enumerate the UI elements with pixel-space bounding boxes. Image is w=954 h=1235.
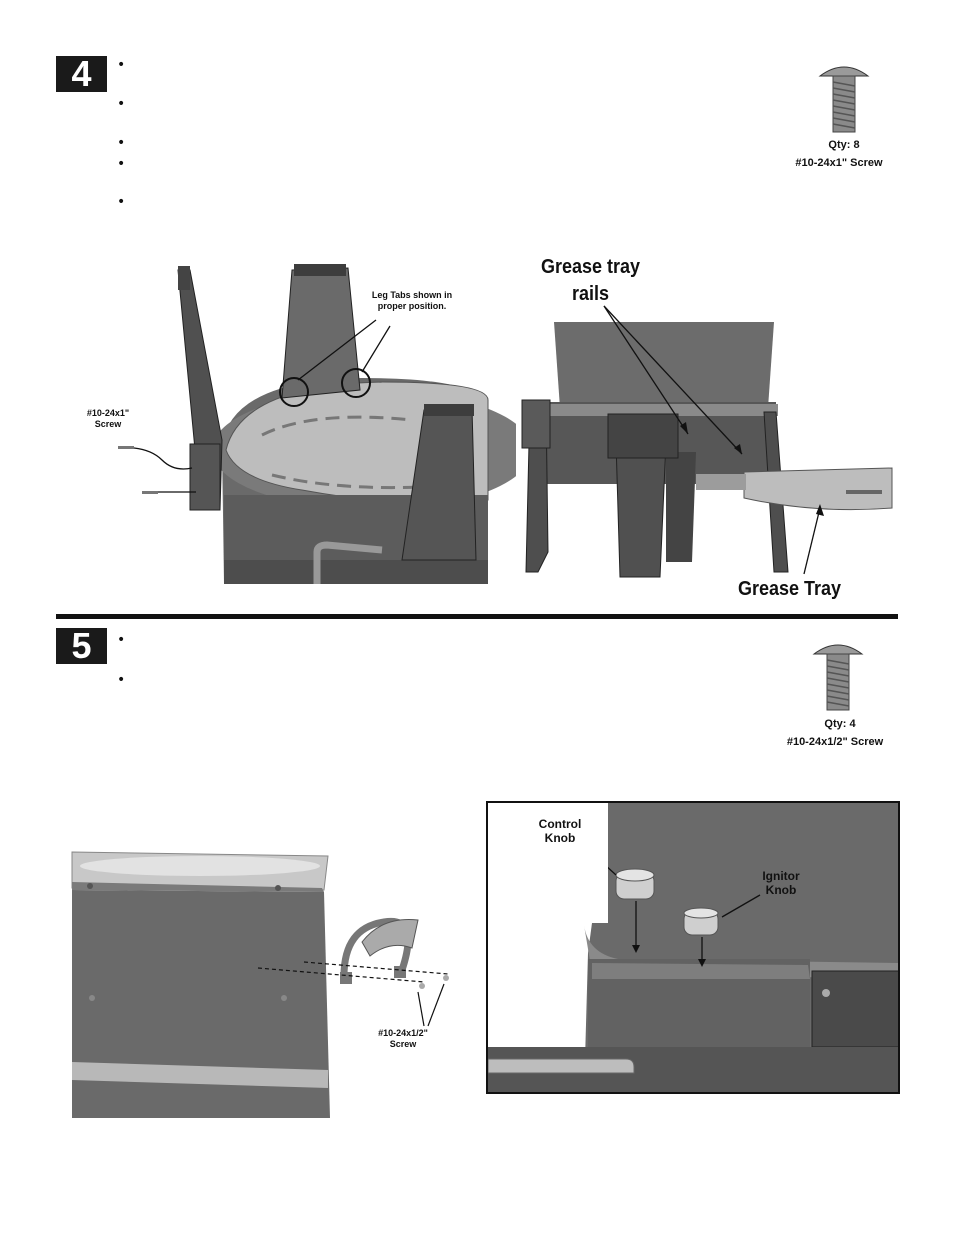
grease-tray-rails-label: Grease tray rails <box>540 256 641 305</box>
grease-tray-label: Grease Tray <box>737 578 842 600</box>
step-4-hardware-qty: Qty: 8 <box>828 139 860 151</box>
step-4-bullet-3: • <box>117 135 126 151</box>
leg-attachment-illustration <box>112 260 532 584</box>
step-4-hardware-name: #10-24x1" Screw <box>795 157 883 169</box>
step-4-bullet-1: • <box>117 57 126 73</box>
step-5-screw-callout: #10-24x1/2" Screw <box>378 1028 428 1049</box>
knob-illustration-frame <box>486 801 900 1094</box>
knob-label-panel <box>488 803 608 923</box>
step-5-hardware-qty: Qty: 4 <box>824 718 856 730</box>
step-4-bullet-2: • <box>117 96 126 112</box>
step-4-bullet-4: • <box>117 156 126 172</box>
grease-tray-illustration <box>516 305 896 584</box>
step-4-bullet-5: • <box>117 194 126 210</box>
knob-illustration <box>488 803 898 1092</box>
step-4-screw-callout: #10-24x1" Screw <box>86 408 130 429</box>
screw-icon <box>818 66 870 133</box>
screw-icon <box>812 644 864 711</box>
step-5-bullet-2: • <box>117 672 126 688</box>
step-5-hardware-name: #10-24x1/2" Screw <box>786 736 884 748</box>
section-divider <box>56 614 898 619</box>
control-knob-label: Control Knob <box>538 817 582 845</box>
leg-tabs-callout: Leg Tabs shown in proper position. <box>371 290 453 311</box>
step-5-bullet-1: • <box>117 632 126 648</box>
step-4-badge: 4 <box>56 56 107 92</box>
ignitor-knob-label: Ignitor Knob <box>762 869 800 897</box>
step-5-badge: 5 <box>56 628 107 664</box>
handle-attachment-illustration <box>71 851 449 1118</box>
